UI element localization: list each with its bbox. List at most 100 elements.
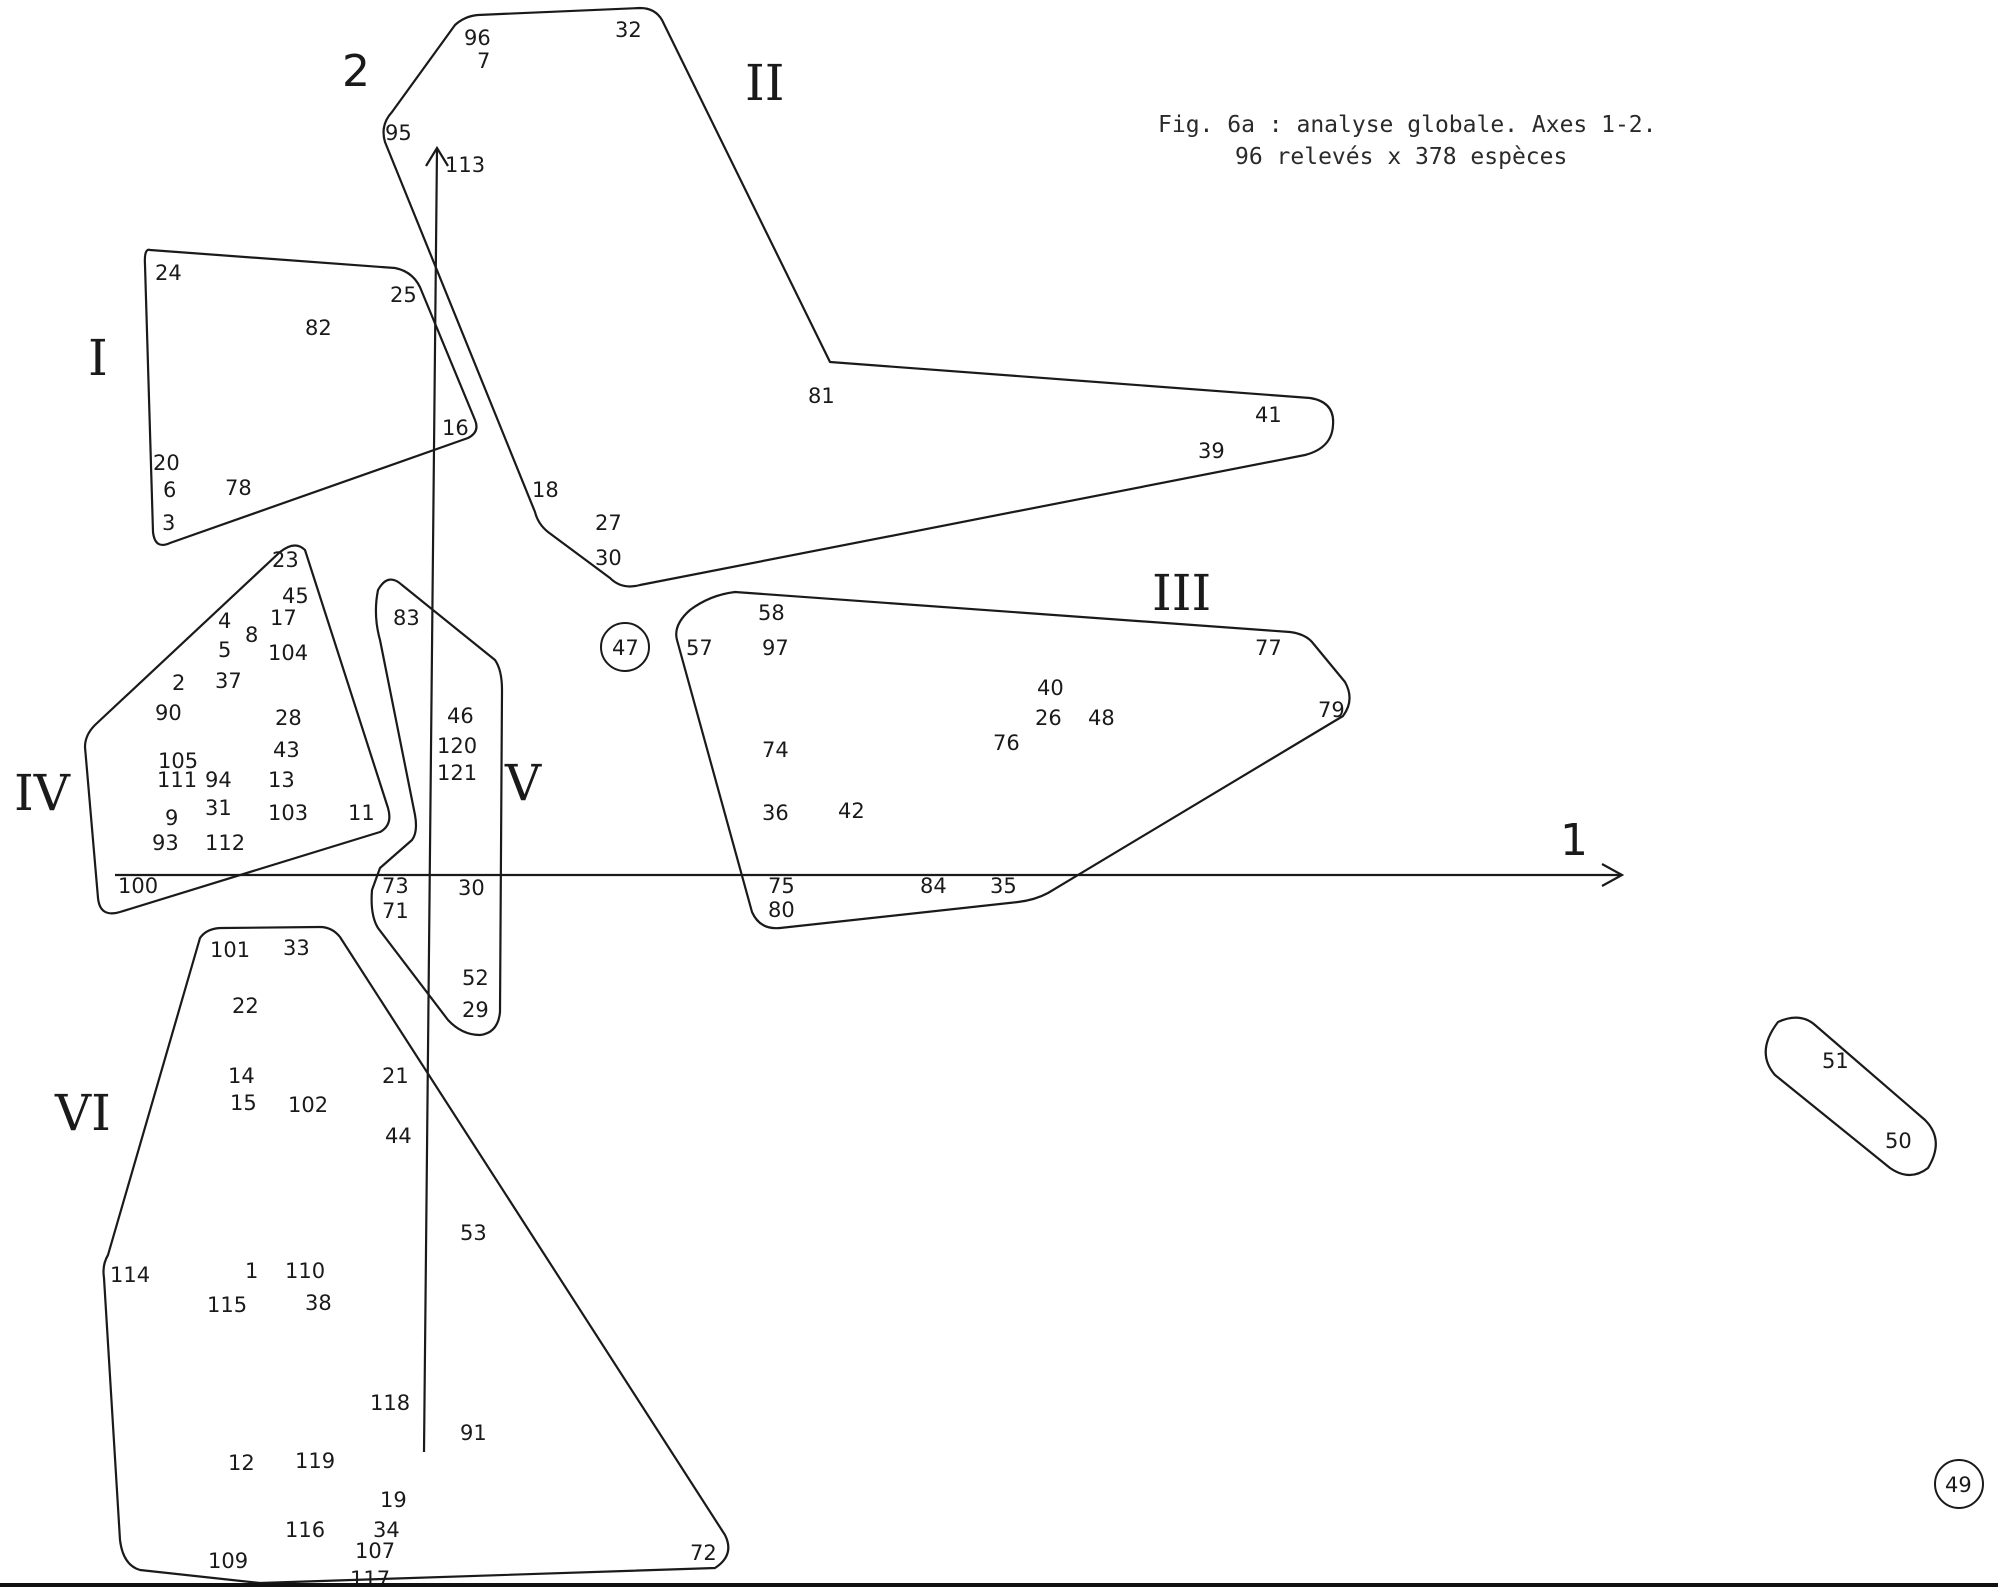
point-label: 42 [838, 799, 865, 823]
point-label: 109 [208, 1549, 248, 1573]
point-label: 78 [225, 476, 252, 500]
point-label: 74 [762, 738, 789, 762]
point-label: 30 [595, 546, 622, 570]
hull-group-II [382, 6, 1335, 588]
point-label: 115 [207, 1293, 247, 1317]
point-label: 96 [464, 26, 491, 50]
hull-group-III [675, 590, 1351, 930]
point-label: 49 [1945, 1473, 1972, 1497]
point-label: 40 [1037, 676, 1064, 700]
point-label: 32 [615, 18, 642, 42]
point-label: 25 [390, 283, 417, 307]
point-label: 118 [370, 1391, 410, 1415]
figure-caption-line2: 96 relevés x 378 espèces [1235, 144, 1567, 170]
point-label: 24 [155, 261, 182, 285]
point-label: 23 [272, 548, 299, 572]
point-label: 52 [462, 966, 489, 990]
hull-group-V [370, 578, 504, 1037]
point-label: 50 [1885, 1129, 1912, 1153]
point-label: 22 [232, 994, 259, 1018]
point-label: 83 [393, 606, 420, 630]
point-label: 18 [532, 478, 559, 502]
point-label: 30 [458, 876, 485, 900]
group-label-II: II [745, 54, 785, 112]
point-label: 3 [162, 511, 175, 535]
point-label: 34 [373, 1518, 400, 1542]
group-label-VI: VI [54, 1084, 111, 1142]
point-label: 35 [990, 874, 1017, 898]
point-label: 58 [758, 601, 785, 625]
axis-2-arrowhead [425, 145, 449, 167]
point-label: 2 [172, 671, 185, 695]
point-label: 111 [157, 768, 197, 792]
point-label: 36 [762, 801, 789, 825]
point-label: 26 [1035, 706, 1062, 730]
point-label: 101 [210, 938, 250, 962]
point-label: 7 [477, 49, 490, 73]
point-label: 84 [920, 874, 947, 898]
point-label: 112 [205, 831, 245, 855]
point-label: 82 [305, 316, 332, 340]
point-label: 110 [285, 1259, 325, 1283]
point-label: 21 [382, 1064, 409, 1088]
point-label: 29 [462, 998, 489, 1022]
point-label: 19 [380, 1488, 407, 1512]
point-label: 43 [273, 738, 300, 762]
axis-1-label: 1 [1560, 815, 1588, 866]
axis-2-label: 2 [342, 46, 370, 97]
point-label: 45 [282, 584, 309, 608]
point-label: 119 [295, 1449, 335, 1473]
axis-1-arrowhead [1601, 863, 1625, 887]
point-label: 79 [1318, 698, 1345, 722]
point-label: 75 [768, 874, 795, 898]
point-label: 100 [118, 874, 158, 898]
point-label: 9 [165, 806, 178, 830]
point-label: 6 [163, 478, 176, 502]
point-label: 12 [228, 1451, 255, 1475]
point-label: 5 [218, 638, 231, 662]
hull-group-VI [102, 925, 730, 1585]
point-label: 116 [285, 1518, 325, 1542]
point-label: 95 [385, 121, 412, 145]
point-label: 46 [447, 704, 474, 728]
point-label: 37 [215, 669, 242, 693]
point-label: 73 [382, 874, 409, 898]
point-label: 17 [270, 606, 297, 630]
group-label-I: I [88, 329, 108, 387]
point-label: 27 [595, 511, 622, 535]
point-label: 51 [1822, 1049, 1849, 1073]
point-label: 44 [385, 1124, 412, 1148]
point-label: 8 [245, 623, 258, 647]
point-label: 15 [230, 1091, 257, 1115]
point-label: 71 [382, 899, 409, 923]
group-label-IV: IV [14, 764, 71, 822]
point-label: 117 [350, 1567, 390, 1588]
point-label: 121 [437, 761, 477, 785]
point-label: 113 [445, 153, 485, 177]
point-label: 97 [762, 636, 789, 660]
point-label: 53 [460, 1221, 487, 1245]
point-label: 31 [205, 796, 232, 820]
group-label-III: III [1152, 564, 1211, 622]
point-label: 48 [1088, 706, 1115, 730]
point-label: 16 [442, 416, 469, 440]
point-label: 120 [437, 734, 477, 758]
point-label: 20 [153, 451, 180, 475]
point-label: 57 [686, 636, 713, 660]
point-label: 38 [305, 1291, 332, 1315]
point-label: 41 [1255, 403, 1282, 427]
point-label: 103 [268, 801, 308, 825]
point-label: 80 [768, 898, 795, 922]
point-label: 72 [690, 1541, 717, 1565]
point-label: 28 [275, 706, 302, 730]
point-label: 114 [110, 1263, 150, 1287]
point-label: 47 [612, 636, 639, 660]
circled-point-47-ring [600, 622, 650, 672]
point-label: 14 [228, 1064, 255, 1088]
hull-group-IV [83, 544, 391, 915]
point-label: 94 [205, 768, 232, 792]
point-label: 91 [460, 1421, 487, 1445]
point-label: 77 [1255, 636, 1282, 660]
point-label: 90 [155, 701, 182, 725]
